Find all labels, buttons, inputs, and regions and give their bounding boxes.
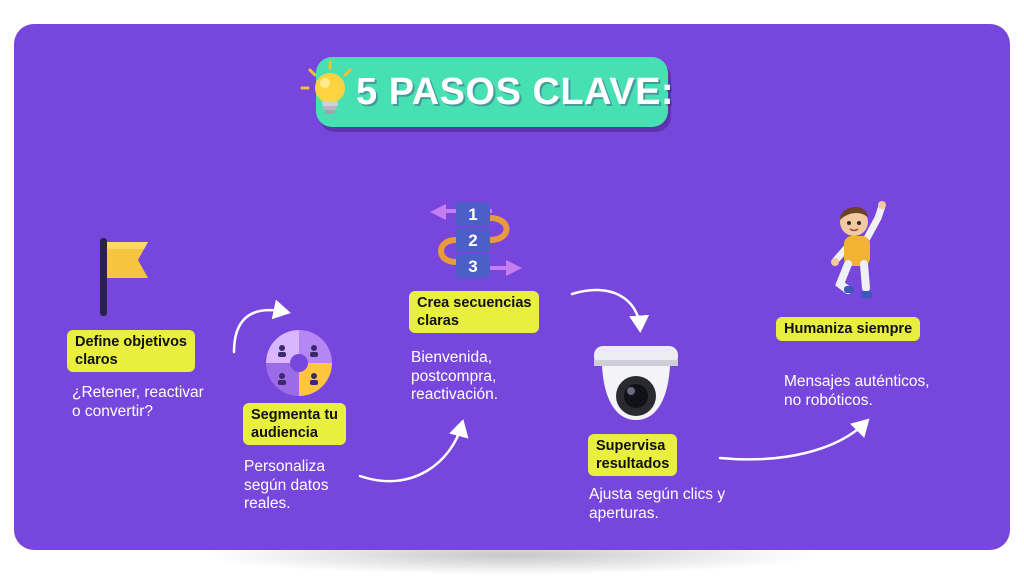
- arrow-1-to-2: [232, 299, 291, 354]
- security-camera-icon: [594, 346, 678, 420]
- arrow-4-to-5: [718, 418, 870, 461]
- step-1-label: Define objetivos claros: [67, 330, 195, 372]
- jumping-person-icon: [831, 201, 886, 298]
- arrow-2-to-3: [358, 419, 469, 483]
- step-4-description: Ajusta según clics y aperturas.: [589, 486, 726, 522]
- step-3-description: Bienvenida, postcompra, reactivación.: [411, 349, 499, 403]
- svg-text:3: 3: [468, 257, 477, 276]
- step-2-label: Segmenta tu audiencia: [243, 403, 347, 445]
- svg-text:2: 2: [468, 231, 477, 250]
- lightbulb-icon: [300, 60, 352, 114]
- numbered-sequence-icon: 1 2 3: [430, 202, 522, 278]
- step-4-label: Supervisa resultados: [588, 434, 678, 476]
- svg-text:1: 1: [468, 205, 477, 224]
- step-5-description: Mensajes auténticos, no robóticos.: [784, 373, 930, 409]
- arrow-3-to-4: [570, 288, 650, 333]
- step-5-label: Humaniza siempre: [776, 317, 921, 341]
- step-1-description: ¿Retener, reactivar o convertir?: [72, 384, 204, 420]
- flag-icon: [100, 238, 148, 316]
- page-title: 5 PASOS CLAVE:: [356, 71, 675, 113]
- title-pill: [316, 57, 668, 127]
- step-3-label: Crea secuencias claras: [409, 291, 540, 333]
- step-2-description: Personaliza según datos reales.: [244, 458, 329, 512]
- audience-pie-icon: [266, 330, 332, 396]
